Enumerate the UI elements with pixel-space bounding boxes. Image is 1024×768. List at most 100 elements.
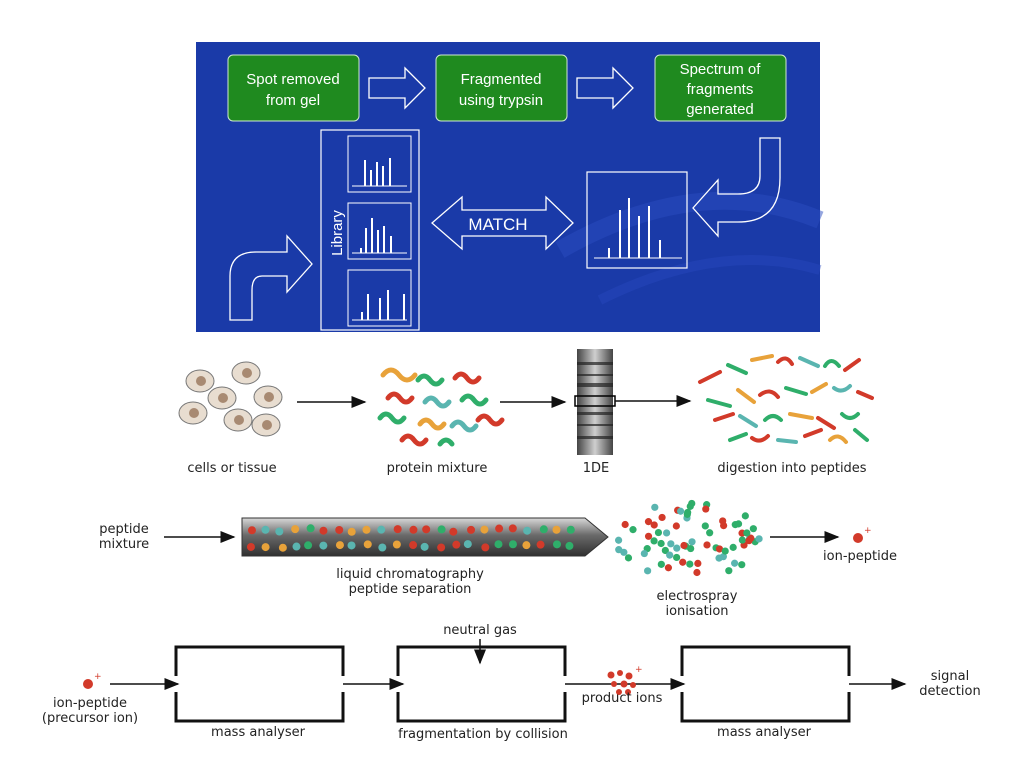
spray-droplet bbox=[729, 543, 737, 551]
step3-line3: generated bbox=[686, 101, 754, 118]
lc-bead bbox=[278, 543, 287, 552]
gel-lane bbox=[574, 349, 616, 455]
svg-text:+: + bbox=[864, 526, 872, 536]
step-spot-removed-box: Spot removed from gel bbox=[227, 54, 360, 122]
spray-label-1: electrospray bbox=[657, 589, 738, 604]
step1-line2: from gel bbox=[266, 92, 320, 109]
electrospray-plume bbox=[614, 499, 763, 577]
lc-bead bbox=[508, 540, 517, 549]
collision-label: fragmentation by collision bbox=[398, 727, 568, 742]
spray-droplet bbox=[673, 553, 681, 562]
spray-droplet bbox=[666, 551, 674, 559]
spray-droplet bbox=[667, 540, 675, 548]
lc-bead bbox=[246, 542, 255, 551]
spray-droplet bbox=[650, 537, 658, 545]
spray-droplet bbox=[741, 512, 749, 520]
step3-line1: Spectrum of bbox=[680, 61, 762, 78]
svg-text:+: + bbox=[94, 672, 102, 682]
spray-droplet bbox=[657, 560, 665, 568]
mass-analyser-1-box bbox=[174, 645, 345, 723]
lc-bead bbox=[536, 540, 545, 549]
step3-line2: fragments bbox=[687, 81, 754, 98]
lc-bead bbox=[420, 542, 429, 551]
spray-droplet bbox=[701, 522, 709, 530]
lc-bead bbox=[304, 541, 313, 550]
spray-droplet bbox=[672, 522, 680, 530]
lc-bead bbox=[377, 525, 386, 534]
lc-bead bbox=[393, 525, 402, 534]
product-ions-label: product ions bbox=[582, 691, 663, 706]
spray-droplet bbox=[620, 548, 628, 556]
match-label: MATCH bbox=[468, 215, 527, 234]
spray-droplet bbox=[640, 549, 648, 558]
lc-bead bbox=[335, 541, 344, 550]
match-arrow: MATCH bbox=[431, 195, 574, 251]
protein-mixture-blobs bbox=[377, 367, 505, 447]
lc-bead bbox=[292, 542, 301, 551]
lc-bead bbox=[495, 524, 504, 533]
spray-droplet bbox=[629, 526, 637, 534]
lc-bead bbox=[452, 540, 461, 549]
lc-bead bbox=[437, 543, 446, 552]
generated-spectrum bbox=[586, 171, 688, 269]
lc-bead bbox=[291, 525, 300, 534]
spray-droplet bbox=[662, 529, 671, 537]
library-entry-arrow bbox=[229, 234, 313, 321]
spray-droplet bbox=[624, 554, 633, 562]
spray-droplet bbox=[749, 525, 757, 533]
precursor-ion-icon: + bbox=[83, 672, 102, 689]
analyser-2-label: mass analyser bbox=[717, 725, 812, 740]
lc-bead bbox=[449, 527, 458, 536]
product-ions-icon: + bbox=[607, 665, 643, 695]
lc-bead bbox=[261, 543, 270, 552]
lc-label-2: peptide separation bbox=[349, 582, 472, 597]
spray-droplet bbox=[621, 520, 629, 529]
lc-bead bbox=[409, 525, 418, 534]
spray-droplet bbox=[731, 559, 739, 567]
spray-droplet bbox=[738, 561, 746, 569]
spray-droplet bbox=[715, 554, 723, 562]
ion-peptide-label: ion-peptide bbox=[823, 549, 897, 564]
mass-analyser-2-box bbox=[680, 645, 851, 723]
cells-cluster bbox=[178, 361, 283, 437]
lc-bead bbox=[347, 527, 356, 536]
spray-droplet bbox=[734, 520, 743, 528]
lc-bead bbox=[522, 541, 531, 550]
lc-bead bbox=[261, 525, 270, 534]
lc-bead bbox=[409, 541, 418, 550]
step-fragmented-box: Fragmented using trypsin bbox=[435, 54, 568, 122]
spray-droplet bbox=[614, 536, 623, 544]
peptide-mixture-label-1: peptide bbox=[99, 522, 148, 537]
lc-label-1: liquid chromatography bbox=[336, 567, 484, 582]
spray-droplet bbox=[664, 564, 673, 572]
cells-label: cells or tissue bbox=[187, 461, 276, 476]
lc-bead bbox=[463, 540, 472, 549]
ion-peptide-icon: + bbox=[853, 526, 872, 543]
lc-bead bbox=[467, 525, 476, 534]
spray-droplet bbox=[688, 538, 696, 546]
lc-bead bbox=[481, 543, 490, 552]
lc-bead bbox=[378, 543, 387, 552]
workflow-arrow-2 bbox=[576, 66, 634, 110]
lc-bead bbox=[565, 541, 574, 550]
spray-droplet bbox=[686, 560, 694, 568]
spray-droplet bbox=[721, 547, 729, 555]
lc-bead bbox=[552, 540, 561, 549]
step-spectrum-box: Spectrum of fragments generated bbox=[654, 54, 787, 122]
analyser-1-label: mass analyser bbox=[211, 725, 306, 740]
spray-droplet bbox=[687, 544, 695, 553]
spectrum-return-arrow bbox=[692, 137, 781, 238]
signal-label-2: detection bbox=[919, 684, 980, 699]
spray-droplet bbox=[743, 529, 751, 537]
workflow-arrow-1 bbox=[368, 66, 426, 110]
spray-droplet bbox=[654, 528, 663, 537]
lc-bead bbox=[552, 525, 561, 534]
spray-droplet bbox=[661, 546, 669, 555]
lc-bead bbox=[480, 525, 489, 534]
lc-bead bbox=[319, 541, 328, 550]
spray-droplet bbox=[677, 507, 685, 515]
protein-label: protein mixture bbox=[387, 461, 488, 476]
spray-label-2: ionisation bbox=[665, 604, 728, 619]
lc-bead bbox=[539, 525, 548, 534]
